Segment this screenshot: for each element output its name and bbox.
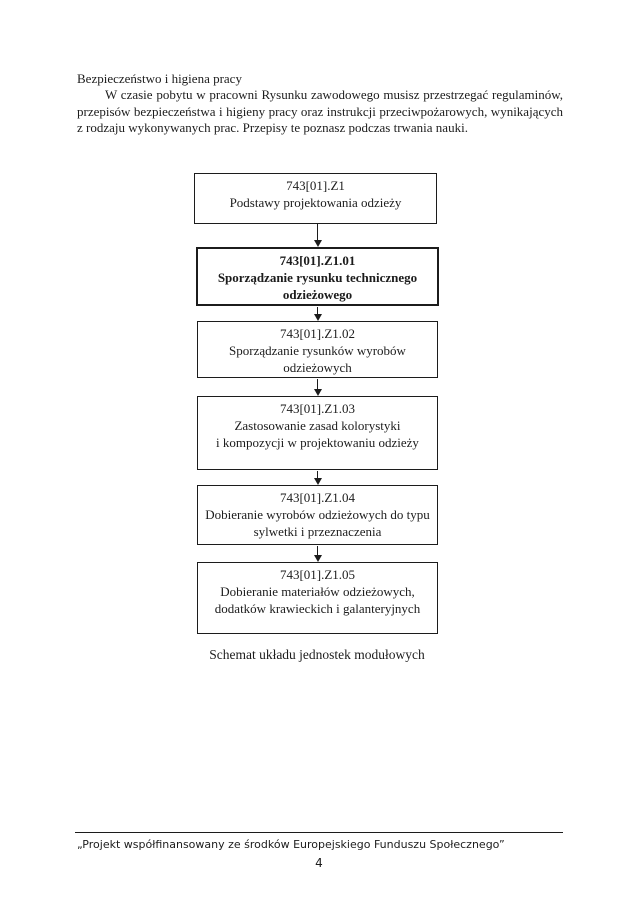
diagram-caption: Schemat układu jednostek modułowych <box>209 647 425 662</box>
node-code: 743[01].Z1.05 <box>279 567 356 582</box>
footer-text: „Projekt współfinansowany ze środków Eur… <box>77 838 505 851</box>
footer-divider <box>75 832 563 833</box>
flowchart-node-z1-01: 743[01].Z1.01 Sporządzanie rysunku techn… <box>196 247 439 306</box>
node-label: Podstawy projektowania odzieży <box>229 195 402 210</box>
node-label: Sporządzanie rysunków wyrobów odzieżowyc… <box>229 343 406 375</box>
page-number: 4 <box>315 856 323 870</box>
section-heading: Bezpieczeństwo i higiena pracy <box>77 71 242 86</box>
node-label: Dobieranie wyrobów odzieżowych do typu s… <box>205 507 430 539</box>
flowchart-node-z1-03: 743[01].Z1.03 Zastosowanie zasad kolorys… <box>197 396 438 470</box>
arrow-down-icon <box>313 546 322 562</box>
flowchart-node-z1: 743[01].Z1 Podstawy projektowania odzież… <box>194 173 437 224</box>
node-code: 743[01].Z1.04 <box>279 490 356 505</box>
node-label: Sporządzanie rysunku technicznego odzież… <box>217 270 418 302</box>
flowchart-node-z1-04: 743[01].Z1.04 Dobieranie wyrobów odzieżo… <box>197 485 438 545</box>
node-code: 743[01].Z1.03 <box>279 401 356 416</box>
node-code: 743[01].Z1 <box>286 178 345 193</box>
flowchart-node-z1-05: 743[01].Z1.05 Dobieranie materiałów odzi… <box>197 562 438 634</box>
flowchart-node-z1-02: 743[01].Z1.02 Sporządzanie rysunków wyro… <box>197 321 438 378</box>
node-code: 743[01].Z1.01 <box>279 253 356 268</box>
arrow-down-icon <box>313 471 322 485</box>
arrow-down-icon <box>313 379 322 396</box>
arrow-down-icon <box>313 224 322 247</box>
node-label: Dobieranie materiałów odzieżowych, dodat… <box>214 584 421 616</box>
node-label: Zastosowanie zasad kolorystyki i kompozy… <box>216 418 419 450</box>
intro-section: Bezpieczeństwo i higiena pracy W czasie … <box>77 71 563 136</box>
intro-paragraph: W czasie pobytu w pracowni Rysunku zawod… <box>77 87 563 135</box>
node-code: 743[01].Z1.02 <box>279 326 356 341</box>
arrow-down-icon <box>313 307 322 321</box>
